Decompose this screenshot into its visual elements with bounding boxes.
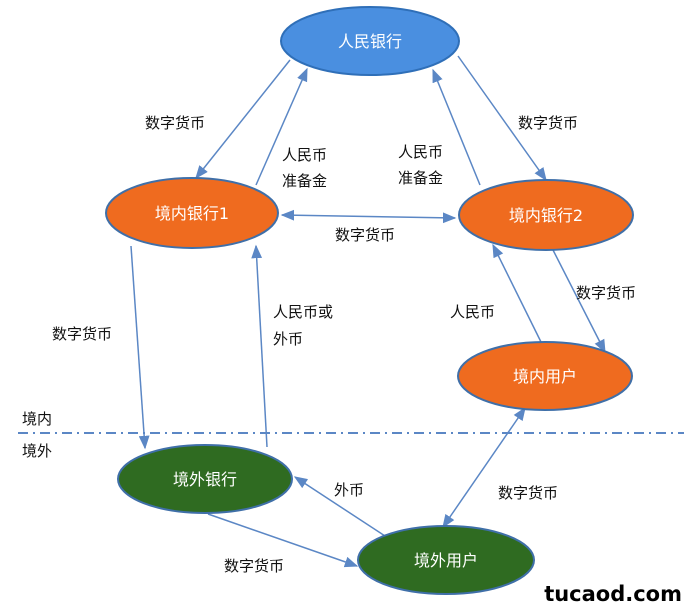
watermark: tucaod.com <box>544 582 682 606</box>
label-bank1-to-pboc-2: 准备金 <box>282 172 327 190</box>
node-domestic-user-label: 境内用户 <box>513 367 577 386</box>
edge-bank1-to-overseas-bank <box>130 245 150 450</box>
node-overseas-bank: 境外银行 <box>117 444 293 514</box>
edge-overseas-bank-to-overseas-user <box>207 513 359 568</box>
region-overseas-label: 境外 <box>22 442 52 460</box>
label-overseas-user-to-overseas-bank: 外币 <box>334 481 364 499</box>
node-overseas-user-label: 境外用户 <box>414 551 478 570</box>
edge-bank2-to-pboc <box>432 68 481 186</box>
node-domestic-bank-1-label: 境内银行1 <box>155 204 229 223</box>
label-overseas-bank-to-overseas-user: 数字货币 <box>224 557 284 575</box>
label-user-to-bank2: 人民币 <box>450 303 495 321</box>
node-domestic-bank-2-label: 境内银行2 <box>509 206 583 225</box>
label-overseas-bank-to-bank1-1: 人民币或 <box>273 303 333 321</box>
node-pboc-label: 人民银行 <box>338 32 402 51</box>
edge-bank1-bank2 <box>280 209 457 224</box>
edge-user-to-bank2 <box>492 243 542 343</box>
label-bank1-to-overseas-bank: 数字货币 <box>52 325 112 343</box>
edge-pboc-to-bank2 <box>457 55 547 182</box>
label-user-overseas-user: 数字货币 <box>498 484 558 502</box>
label-pboc-to-bank2: 数字货币 <box>518 114 578 132</box>
node-overseas-bank-label: 境外银行 <box>173 470 237 489</box>
edge-bank1-to-pboc <box>255 67 308 186</box>
label-pboc-to-bank1: 数字货币 <box>145 114 205 132</box>
edge-pboc-to-bank1 <box>195 59 291 180</box>
region-domestic-label: 境内 <box>22 410 52 428</box>
edge-overseas-bank-to-bank1 <box>251 244 268 448</box>
label-overseas-bank-to-bank1-2: 外币 <box>273 330 303 348</box>
node-domestic-user: 境内用户 <box>457 341 633 411</box>
label-bank1-to-pboc-1: 人民币 <box>282 146 327 164</box>
label-bank1-bank2: 数字货币 <box>335 226 395 244</box>
edge-overseas-user-to-overseas-bank <box>293 476 386 537</box>
label-bank2-to-user: 数字货币 <box>576 284 636 302</box>
node-overseas-user: 境外用户 <box>357 525 535 595</box>
node-pboc: 人民银行 <box>280 6 460 76</box>
node-domestic-bank-2: 境内银行2 <box>458 179 634 251</box>
label-bank2-to-pboc-1: 人民币 <box>398 143 443 161</box>
node-domestic-bank-1: 境内银行1 <box>105 177 279 249</box>
edge-user-overseas-user <box>442 406 526 529</box>
edge-bank2-to-user <box>552 249 606 354</box>
label-bank2-to-pboc-2: 准备金 <box>398 169 443 187</box>
